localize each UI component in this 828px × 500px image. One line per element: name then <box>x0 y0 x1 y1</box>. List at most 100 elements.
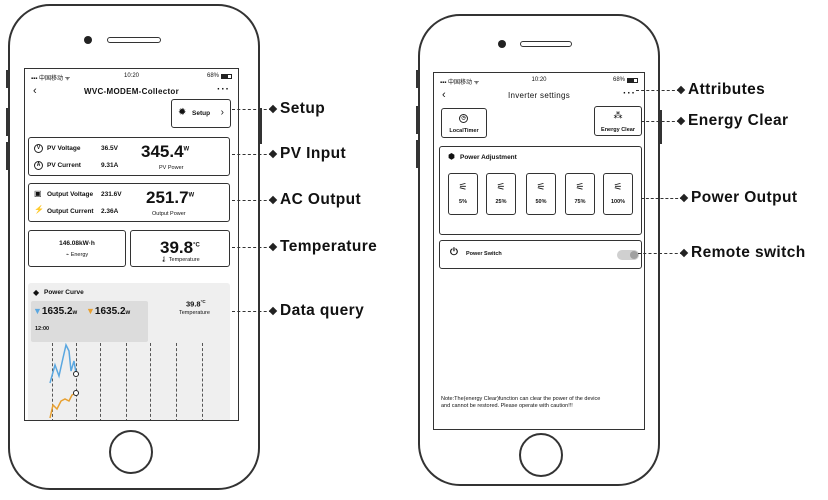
power-option-100[interactable]: ⚟ 100% <box>603 173 633 215</box>
pv-input-card: V PV Voltage 36.5V A PV Current 9.31A 34… <box>28 137 230 176</box>
power-option-25[interactable]: ⚟ 25% <box>486 173 516 215</box>
left-screen: ▪▪▪ 中国移动 ᯤ 10:20 68% ‹ WVC-MODEM-Collect… <box>24 68 239 421</box>
nav-bar: ‹ WVC-MODEM-Collector ··· <box>25 84 238 99</box>
carrier-signal: ▪▪▪ 中国移动 ᯤ <box>31 76 71 82</box>
temperature-label: Temperature <box>168 257 200 263</box>
power-option-5[interactable]: ⚟ 5% <box>448 173 478 215</box>
slider-icon: ⚟ <box>575 182 585 193</box>
callout-energy-clear: Energy Clear <box>641 112 788 130</box>
status-bar: ▪▪▪ 中国移动 ᯤ 10:20 68% <box>434 77 644 87</box>
output-power-value: 251.7 <box>146 188 189 207</box>
grid-line <box>100 343 101 420</box>
power-icon: ⏻ <box>450 247 458 258</box>
right-phone-button <box>416 140 419 168</box>
left-phone-button <box>6 142 9 170</box>
ac-curve-unit: w <box>125 310 131 316</box>
energy-icon: ⌁ <box>65 252 70 258</box>
status-bar: ▪▪▪ 中国移动 ᯤ 10:20 68% <box>25 73 238 83</box>
pv-voltage-value: 36.5V <box>101 145 118 152</box>
callout-energy-clear-label: Energy Clear <box>688 112 789 129</box>
energy-clear-label: Energy Clear <box>601 127 635 133</box>
power-curve-panel[interactable]: ◆ Power Curve ▼1635.2w ▼1635.2w 12:00 39… <box>28 283 230 420</box>
output-voltage-value: 231.6V <box>101 191 122 198</box>
back-icon[interactable]: ‹ <box>442 89 446 101</box>
grid-line <box>202 343 203 420</box>
pv-current-label: PV Current <box>47 162 81 169</box>
battery-status: 68% <box>613 77 638 83</box>
power-switch-card: ⏻ Power Switch <box>439 240 642 269</box>
grid-line <box>176 343 177 420</box>
back-icon[interactable]: ‹ <box>33 85 37 97</box>
right-phone-button <box>416 106 419 134</box>
chevron-right-icon: › <box>220 107 224 118</box>
local-timer-button[interactable]: ◷ LocalTimer <box>441 108 487 138</box>
pv-arrow-icon: ▼ <box>33 306 42 316</box>
status-time: 10:20 <box>123 73 139 79</box>
page-title: WVC-MODEM-Collector <box>83 87 180 96</box>
callout-setup-label: Setup <box>280 100 326 117</box>
curve-temp-value: 39.8 <box>186 299 201 309</box>
ac-curve-readout: ▼1635.2w <box>86 306 130 317</box>
local-timer-label: LocalTimer <box>449 128 479 134</box>
callout-remote-switch: Remote switch <box>638 244 806 262</box>
pv-current-icon: A <box>34 161 43 170</box>
pv-curve-value: 1635.2 <box>41 306 73 317</box>
pv-voltage-icon: V <box>34 144 43 153</box>
curve-temp-label: Temperature <box>179 310 210 316</box>
left-phone-home-button[interactable] <box>109 430 153 474</box>
callout-data-query-label: Data query <box>280 302 365 319</box>
grid-icon: ⁂ <box>613 110 623 120</box>
clock-icon: ◷ <box>459 114 468 123</box>
slider-icon: ⚟ <box>496 182 506 193</box>
ac-curve-line <box>49 392 77 419</box>
power-option-label: 25% <box>495 199 507 205</box>
right-phone-speaker <box>520 41 572 47</box>
right-phone-home-button[interactable] <box>519 433 563 477</box>
pv-power-value: 345.4 <box>141 142 184 161</box>
right-phone-button <box>416 70 419 88</box>
more-icon[interactable]: ··· <box>623 88 636 99</box>
output-current-icon: ⚡ <box>34 205 44 214</box>
callout-setup: Setup <box>232 100 325 118</box>
more-icon[interactable]: ··· <box>217 84 230 95</box>
setup-label: Setup <box>192 110 211 117</box>
setup-button[interactable]: ✹ Setup › <box>171 99 231 128</box>
nav-bar: ‹ Inverter settings ··· <box>434 88 644 103</box>
right-screen: ▪▪▪ 中国移动 ᯤ 10:20 68% ‹ Inverter settings… <box>433 72 645 430</box>
power-option-50[interactable]: ⚟ 50% <box>526 173 556 215</box>
energy-value: 146.08kW·h <box>59 240 95 247</box>
output-voltage-label: Output Voltage <box>47 191 94 198</box>
power-adjustment-title: Power Adjustment <box>460 154 517 161</box>
energy-clear-button[interactable]: ⁂ Energy Clear <box>594 106 642 136</box>
callout-pv-input: PV Input <box>232 145 346 163</box>
temperature-value: 39.8 <box>160 238 194 257</box>
callout-temperature: Temperature <box>232 238 377 256</box>
temperature-unit: °C <box>193 242 200 249</box>
callout-data-query: Data query <box>232 302 364 320</box>
power-option-label: 100% <box>610 199 626 205</box>
power-curve-title: Power Curve <box>44 289 84 296</box>
left-phone-camera <box>84 36 92 44</box>
battery-status: 68% <box>207 73 232 79</box>
slider-icon: ⚟ <box>458 182 468 193</box>
power-switch-toggle[interactable] <box>617 250 639 260</box>
grid-line <box>76 343 77 420</box>
energy-label: Energy <box>70 252 89 258</box>
ac-arrow-icon: ▼ <box>86 306 95 316</box>
status-time: 10:20 <box>531 77 547 83</box>
battery-percent: 68% <box>612 77 625 83</box>
output-power-unit: W <box>188 192 195 199</box>
pv-power-readout: 345.4W <box>141 143 189 162</box>
output-current-value: 2.36A <box>101 208 119 215</box>
power-option-75[interactable]: ⚟ 75% <box>565 173 595 215</box>
battery-icon <box>221 73 232 79</box>
left-phone-button <box>6 70 9 88</box>
curve-temp-readout: 39.8°C <box>186 299 206 309</box>
output-voltage-icon: ▣ <box>34 189 42 198</box>
ac-output-card: ▣ Output Voltage 231.6V ⚡ Output Current… <box>28 183 230 222</box>
right-phone-button <box>659 110 662 144</box>
slider-icon: ⚟ <box>613 182 623 193</box>
pv-curve-marker <box>73 371 79 377</box>
temperature-card: 39.8°C 🌡︎ Temperature <box>130 230 230 267</box>
pv-current-value: 9.31A <box>101 162 119 169</box>
